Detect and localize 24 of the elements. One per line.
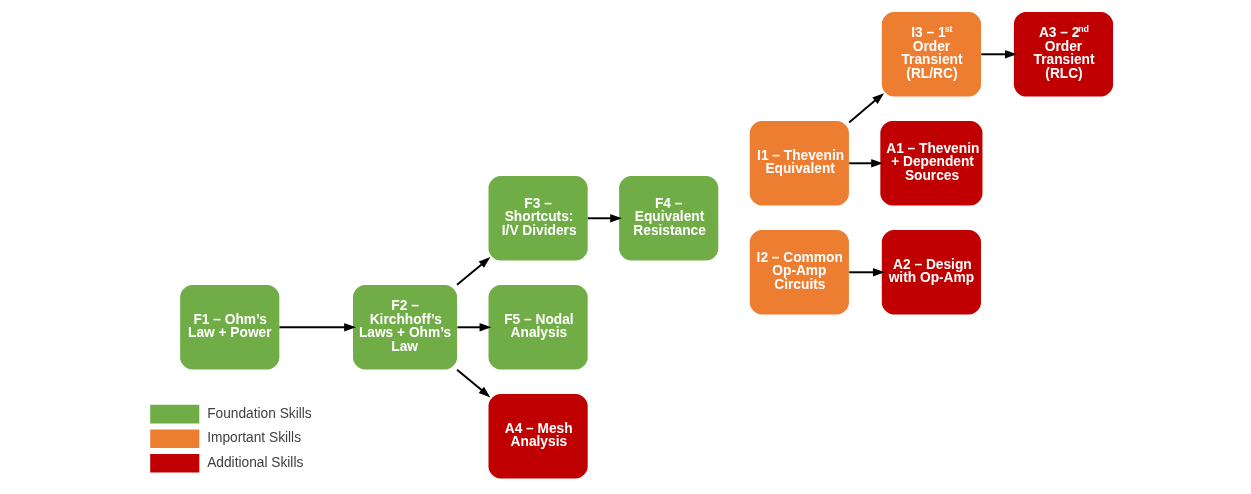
arrow bbox=[586, 214, 622, 223]
arrow bbox=[456, 323, 492, 332]
arrow bbox=[848, 159, 883, 168]
node-box: F1 – Ohm’s Law + Power bbox=[180, 285, 280, 370]
node-box: I2 – Common Op-Amp Circuits bbox=[749, 230, 849, 315]
arrow bbox=[980, 50, 1017, 59]
node-box: F3 – Shortcuts: I/V Dividers bbox=[488, 176, 588, 261]
legend-label: Additional Skills bbox=[207, 454, 304, 470]
arrow bbox=[848, 268, 885, 277]
node-box: F2 – Kirchhoff’s Laws + Ohm’s Law bbox=[353, 285, 458, 370]
node-box: A1 – Thevenin + Dependent Sources bbox=[880, 121, 983, 206]
node-box: F5 – Nodal Analysis bbox=[488, 285, 588, 370]
arrow bbox=[456, 257, 491, 286]
node-box: A4 – Mesh Analysis bbox=[488, 394, 588, 479]
node-box: I3 – 1$^{st}$ Order Transient (RL/RC) bbox=[881, 12, 981, 97]
legend-label: Important Skills bbox=[207, 430, 302, 446]
node-box: I1 – Thevenin Equivalent bbox=[749, 121, 849, 206]
node-box: F4 – Equivalent Resistance bbox=[619, 176, 719, 261]
arrow bbox=[848, 93, 885, 124]
node-box: A3 – 2$^{nd}$ Order Transient (RLC) bbox=[1013, 12, 1114, 97]
node-box: A2 – Design with Op-Amp bbox=[881, 230, 981, 315]
arrow bbox=[456, 368, 491, 398]
legend-label: Foundation Skills bbox=[207, 405, 312, 421]
arrow bbox=[278, 323, 356, 332]
